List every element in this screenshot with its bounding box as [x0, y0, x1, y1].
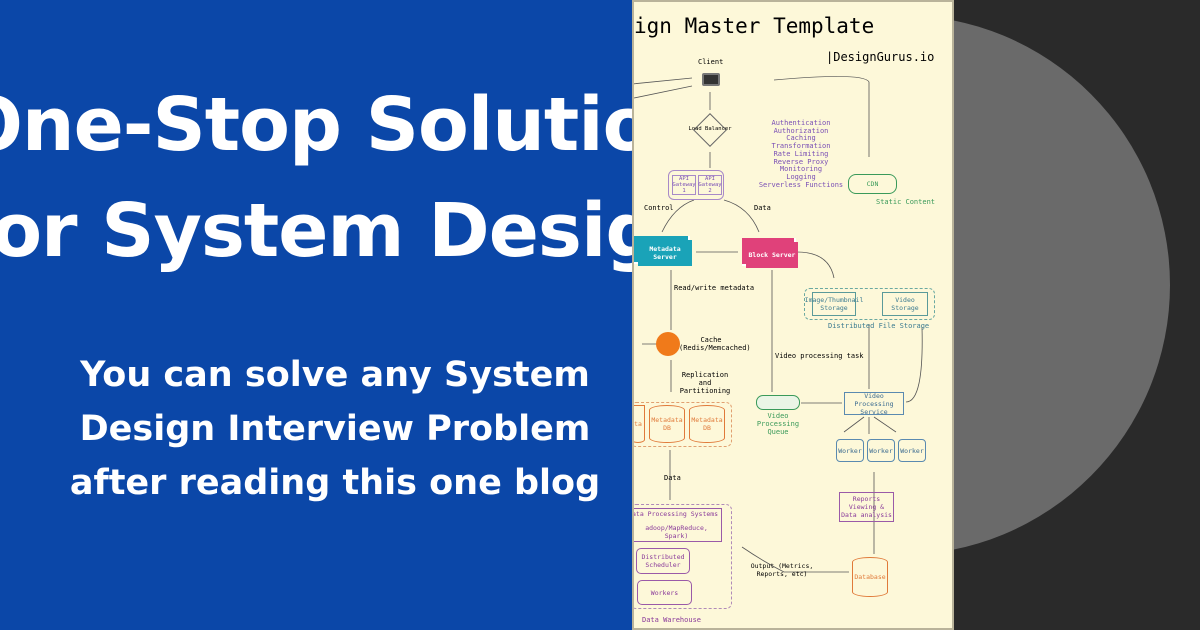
cdn-box: CDN [848, 174, 897, 194]
block-server: Block Server [746, 242, 798, 268]
database: Database [852, 557, 888, 597]
api-gateway-2: API Gateway 2 [698, 175, 722, 195]
cache-icon [656, 332, 680, 356]
metadata-db: ta [634, 405, 645, 443]
replication-label: Replication and Partitioning [679, 371, 731, 395]
diagram-title: ign Master Template [634, 14, 875, 38]
video-task-label: Video processing task [775, 352, 864, 360]
hero-title-line1: One-Stop Solution [0, 82, 632, 168]
distributed-file-storage: Image/Thumbnail Storage Video Storage [804, 288, 935, 320]
video-processing-service: Video Processing Service [844, 392, 904, 416]
metadata-server: Metadata Server [638, 240, 692, 266]
cache-label: Cache (Redis/Memcached) [679, 336, 751, 352]
output-label: Output (Metrics, Reports, etc) [750, 562, 814, 578]
distributed-scheduler: Distributed Scheduler [636, 548, 690, 574]
metadata-db: Metadata DB [689, 405, 725, 443]
video-storage: Video Storage [882, 292, 928, 316]
reports-box: Reports Viewing & Data analysis [839, 492, 894, 522]
data-label: Data [754, 204, 771, 212]
api-gateway-group: API Gateway 1 API Gateway 2 [668, 170, 724, 200]
arrows [634, 76, 923, 573]
load-balancer-label: Load Balancer [688, 126, 732, 132]
video-queue [756, 395, 800, 410]
worker: Worker [898, 439, 926, 462]
metadata-db-group: ta Metadata DB Metadata DB [634, 402, 732, 447]
worker: Worker [836, 439, 864, 462]
warehouse-workers: Workers [637, 580, 692, 605]
queue-label: Video Processing Queue [756, 412, 800, 436]
control-label: Control [644, 204, 674, 212]
computer-icon [702, 73, 720, 86]
data-label-2: Data [664, 474, 681, 482]
hero-title-line2: for System Design [0, 188, 632, 274]
worker: Worker [867, 439, 895, 462]
image-storage: Image/Thumbnail Storage [805, 292, 863, 316]
metadata-db: Metadata DB [649, 405, 685, 443]
data-warehouse-label: Data Warehouse [642, 616, 702, 624]
subtitle-line: You can solve any System [80, 355, 590, 395]
subtitle-line: after reading this one blog [69, 463, 601, 503]
client-label: Client [698, 58, 724, 66]
brand-label: |DesignGurus.io [826, 50, 935, 64]
static-content-label: Static Content [876, 198, 936, 206]
hero-panel: One-Stop Solution for System Design You … [0, 0, 632, 630]
system-design-diagram: ign Master Template |DesignGurus.io Clie… [632, 0, 954, 630]
diagram-connectors [634, 76, 923, 573]
api-gateway-1: API Gateway 1 [672, 175, 696, 195]
subtitle-line: Design Interview Problem [79, 409, 591, 449]
hero-subtitle: You can solve any System Design Intervie… [40, 348, 630, 510]
dfs-label: Distributed File Storage [828, 322, 930, 330]
read-write-label: Read/write metadata [674, 284, 755, 292]
